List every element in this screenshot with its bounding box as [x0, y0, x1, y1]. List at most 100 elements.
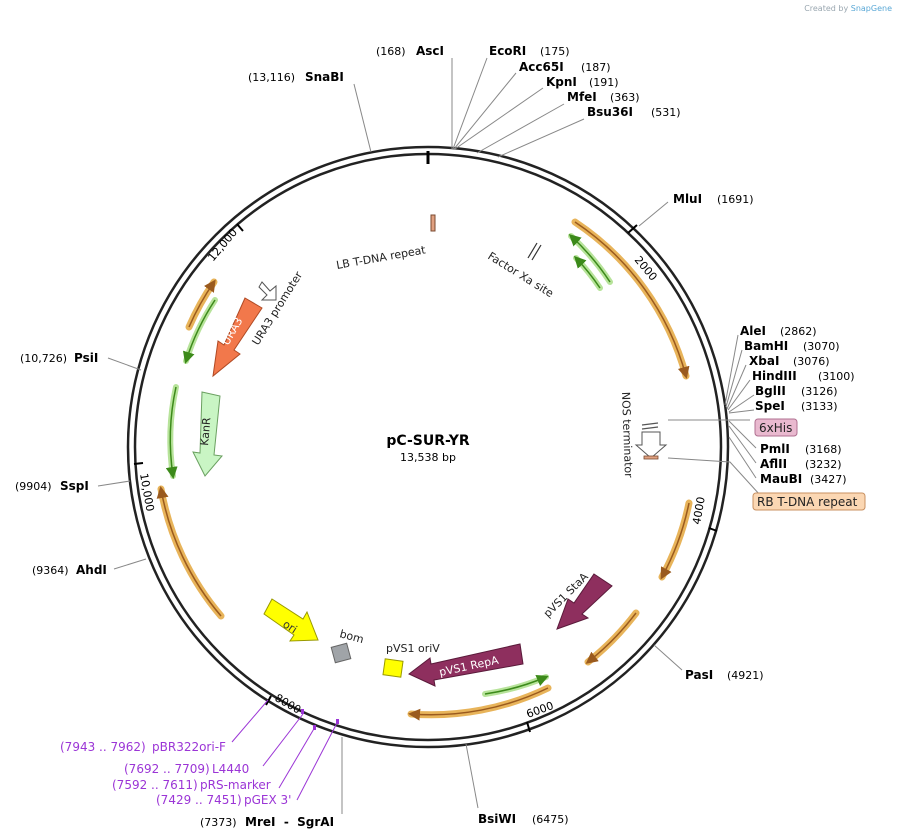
- leader-line: [476, 103, 565, 154]
- site-pos-maubi: (3427): [810, 473, 847, 486]
- site-pos-bsu36i: (531): [651, 106, 681, 119]
- leader-line: [725, 349, 743, 408]
- leader-line: [113, 558, 147, 570]
- pvs1-repa-arrow[interactable]: [408, 643, 524, 687]
- site-pos-pasi: (4921): [727, 669, 764, 682]
- tick-label-12000: 12,000: [205, 226, 240, 264]
- lb-tdna-repeat-label: LB T-DNA repeat: [335, 243, 427, 272]
- leader-line: [353, 83, 372, 153]
- site-pos-psii: (10,726): [20, 352, 67, 365]
- primer-marker[interactable]: [336, 719, 339, 724]
- site-name-ecori[interactable]: EcoRI: [489, 44, 526, 58]
- site-name-alei[interactable]: AleI: [740, 324, 766, 338]
- orf-outline: [157, 485, 225, 620]
- primer-name-l4440[interactable]: L4440: [212, 762, 249, 776]
- site-name-pasi[interactable]: PasI: [685, 668, 713, 682]
- leader-line: [727, 379, 751, 411]
- site-name-spei[interactable]: SpeI: [755, 399, 785, 413]
- site-name-mrei-sgrai[interactable]: MreI - SgrAI: [245, 815, 334, 829]
- leader-line: [728, 436, 757, 479]
- ura3-arrow[interactable]: [212, 297, 263, 378]
- ura3-promoter-shape[interactable]: [258, 281, 277, 301]
- primer-marker[interactable]: [301, 709, 304, 714]
- tick-mark-4000: [708, 527, 718, 532]
- leader-line: [465, 743, 479, 809]
- site-pos-mfei: (363): [610, 91, 640, 104]
- orf-outline: [658, 499, 693, 581]
- site-pos-bglii: (3126): [801, 385, 838, 398]
- leader-line: [97, 480, 131, 487]
- site-name-pmli[interactable]: PmlI: [760, 442, 790, 456]
- primer-pos-prs-marker: (7592 .. 7611): [112, 778, 198, 792]
- site-name-ascI[interactable]: AscI: [416, 44, 444, 58]
- leader-line: [728, 425, 757, 464]
- site-name-bsu36i[interactable]: Bsu36I: [587, 105, 633, 119]
- leader-line: [726, 364, 747, 410]
- site-name-ahdi[interactable]: AhdI: [76, 563, 107, 577]
- site-name-bglii[interactable]: BglII: [755, 384, 786, 398]
- nos-terminator-shape[interactable]: [634, 431, 668, 459]
- primer-marker[interactable]: [313, 725, 316, 730]
- primer-name-pgex3[interactable]: pGEX 3': [244, 793, 291, 807]
- tick-mark-12000: [236, 223, 244, 232]
- leader-line: [452, 57, 488, 150]
- his-tag-box[interactable]: [754, 418, 798, 437]
- factor-xa-site-marker[interactable]: [527, 242, 542, 261]
- primer-labels: (7943 .. 7962) pBR322ori-F (7692 .. 7709…: [60, 740, 291, 807]
- site-name-kpni[interactable]: KpnI: [546, 75, 577, 89]
- bom-marker[interactable]: [330, 642, 352, 664]
- site-name-snabi[interactable]: SnaBI: [305, 70, 344, 84]
- site-name-xbai[interactable]: XbaI: [749, 354, 779, 368]
- site-labels: (168) AscI EcoRI (175) Acc65I (187) KpnI…: [15, 44, 866, 829]
- plasmid-center-label: pC-SUR-YR 13,538 bp: [386, 433, 470, 464]
- nos-terminator-marker[interactable]: [641, 422, 659, 430]
- site-pos-pmli: (3168): [805, 443, 842, 456]
- pvs1-staa-arrow[interactable]: [556, 573, 613, 630]
- leader-line: [453, 72, 517, 150]
- primer-leader-line: [296, 720, 339, 801]
- ori-arrow[interactable]: [263, 598, 319, 642]
- tick-mark-6000: [526, 721, 531, 733]
- orf-arrow: [574, 221, 690, 379]
- site-name-mlui[interactable]: MluI: [673, 192, 702, 206]
- green-orf-arcs: [165, 233, 613, 697]
- lb-tdna-repeat-marker[interactable]: [430, 214, 436, 232]
- site-name-aflii[interactable]: AflII: [760, 457, 787, 471]
- site-pos-ahdi: (9364): [32, 564, 69, 577]
- site-name-sspi[interactable]: SspI: [60, 479, 89, 493]
- credit-text: Created by: [804, 4, 849, 13]
- site-name-psii[interactable]: PsiI: [74, 351, 98, 365]
- primer-leader-line: [231, 699, 269, 743]
- orf-arrow: [660, 502, 690, 580]
- site-name-bsiwi[interactable]: BsiWI: [478, 812, 516, 826]
- primer-name-pbr322ori-f[interactable]: pBR322ori-F: [152, 740, 226, 754]
- green-orf-arrow: [165, 386, 178, 479]
- primer-pos-l4440: (7692 .. 7709): [124, 762, 210, 776]
- green-orf-arrow: [182, 299, 216, 364]
- site-pos-aflii: (3232): [805, 458, 842, 471]
- site-name-mfei[interactable]: MfeI: [567, 90, 597, 104]
- green-orf-arrow: [568, 233, 611, 283]
- orf-arrow: [188, 279, 216, 328]
- site-pos-spei: (3133): [801, 400, 838, 413]
- orf-arrow: [585, 612, 637, 664]
- primer-name-prs-marker[interactable]: pRS-marker: [200, 778, 271, 792]
- rb-tdna-repeat-box[interactable]: [752, 492, 866, 511]
- plasmid-name: pC-SUR-YR: [386, 433, 470, 449]
- bom-label: bom: [338, 627, 365, 646]
- snapgene-brand: SnapGene: [850, 4, 892, 13]
- pvs1-oriv-marker[interactable]: [382, 658, 404, 678]
- site-pos-bamhi: (3070): [803, 340, 840, 353]
- site-pos-mlui: (1691): [717, 193, 754, 206]
- site-name-maubi[interactable]: MauBI: [760, 472, 802, 486]
- kanr-arrow[interactable]: [192, 391, 223, 477]
- orf-outline: [584, 609, 640, 666]
- tick-mark-2000: [627, 224, 638, 234]
- site-name-hindiii[interactable]: HindIII: [752, 369, 797, 383]
- rb-tdna-repeat-marker[interactable]: [643, 455, 659, 460]
- primer-leader-lines: [231, 699, 339, 801]
- site-name-acc65i[interactable]: Acc65I: [519, 60, 564, 74]
- site-pos-bsiwi: (6475): [532, 813, 569, 826]
- tick-label-4000: 4000: [690, 496, 708, 526]
- site-name-bamhi[interactable]: BamHI: [744, 339, 788, 353]
